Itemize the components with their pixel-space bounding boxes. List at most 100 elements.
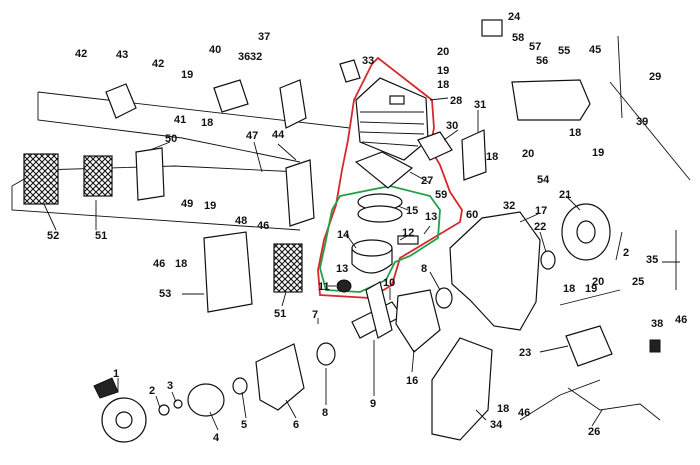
label-3: 3 xyxy=(167,380,173,392)
label-31: 31 xyxy=(474,99,486,111)
label-34: 34 xyxy=(490,419,503,431)
label-60: 60 xyxy=(466,209,478,221)
label-20-b: 20 xyxy=(522,148,534,160)
label-51-b: 51 xyxy=(274,308,286,320)
part-labels: 1 2 3 4 5 6 7 8 8 9 10 11 12 13 13 14 15… xyxy=(47,11,687,444)
label-9: 9 xyxy=(370,398,376,410)
label-13-bottom: 13 xyxy=(336,263,348,275)
heat-shield xyxy=(279,79,307,129)
piston-pin xyxy=(397,235,419,245)
label-27: 27 xyxy=(421,175,433,187)
label-54: 54 xyxy=(537,174,550,186)
label-20-c: 20 xyxy=(592,276,604,288)
label-26: 26 xyxy=(588,426,600,438)
label-18-c: 18 xyxy=(175,258,187,270)
label-50: 50 xyxy=(165,133,177,145)
tension-rod xyxy=(609,81,691,181)
label-17: 17 xyxy=(535,205,547,217)
label-47: 47 xyxy=(246,130,258,142)
washer xyxy=(232,377,248,395)
intake-manifold xyxy=(213,79,249,113)
label-29: 29 xyxy=(649,71,661,83)
label-18-d: 18 xyxy=(569,127,581,139)
throttle-cable xyxy=(567,387,661,421)
carburetor xyxy=(105,83,137,119)
label-25: 25 xyxy=(632,276,644,288)
label-22: 22 xyxy=(534,221,546,233)
label-18-a: 18 xyxy=(437,79,449,91)
label-19-d: 19 xyxy=(592,147,604,159)
exhaust-gasket xyxy=(417,131,453,161)
label-44: 44 xyxy=(272,129,285,141)
label-28: 28 xyxy=(450,95,462,107)
label-57: 57 xyxy=(529,41,541,53)
label-18-e: 18 xyxy=(563,283,575,295)
label-52: 52 xyxy=(47,230,59,242)
label-13-top: 13 xyxy=(425,211,437,223)
recoil-starter xyxy=(93,377,147,443)
label-51-a: 51 xyxy=(95,230,107,242)
label-33: 33 xyxy=(362,55,374,67)
crankcase-gasket xyxy=(395,289,441,353)
fan-housing xyxy=(255,343,305,411)
needle-bearing xyxy=(336,279,352,293)
guide-rod xyxy=(617,35,623,119)
label-45: 45 xyxy=(589,44,601,56)
cylinder-gasket xyxy=(354,151,414,189)
filter-mesh-51a xyxy=(83,155,113,197)
label-30: 30 xyxy=(446,120,458,132)
label-55: 55 xyxy=(558,45,570,57)
label-19-a: 19 xyxy=(437,65,449,77)
label-4: 4 xyxy=(213,432,220,444)
piston-part xyxy=(351,239,393,274)
label-18-g: 18 xyxy=(486,151,498,163)
piston-ring-lower xyxy=(357,205,403,223)
label-42-a: 42 xyxy=(75,48,87,60)
label-37: 37 xyxy=(258,31,270,43)
label-1: 1 xyxy=(113,368,119,380)
label-32-a: 32 xyxy=(250,51,262,63)
label-46-d: 46 xyxy=(518,407,530,419)
label-2-right: 2 xyxy=(623,247,629,259)
label-16: 16 xyxy=(406,375,418,387)
spark-plug xyxy=(339,59,361,83)
label-8-crankshaft: 8 xyxy=(322,407,328,419)
main-bearing-left xyxy=(316,342,336,366)
label-12: 12 xyxy=(402,227,414,239)
label-39: 39 xyxy=(636,116,648,128)
label-2: 2 xyxy=(149,385,155,397)
label-48: 48 xyxy=(235,215,247,227)
label-24: 24 xyxy=(508,11,521,23)
label-11: 11 xyxy=(318,281,330,293)
label-8-bearing: 8 xyxy=(421,263,427,275)
muffler-part xyxy=(461,129,487,181)
tank-cap xyxy=(481,19,503,37)
air-filter-cover xyxy=(285,159,315,227)
oil-seal xyxy=(540,250,556,270)
label-36: 36 xyxy=(238,51,250,63)
label-38: 38 xyxy=(651,318,663,330)
label-46-b: 46 xyxy=(153,258,165,270)
label-20-a: 20 xyxy=(437,46,449,58)
label-19-e: 19 xyxy=(585,283,597,295)
parts xyxy=(23,19,691,443)
label-46-a: 46 xyxy=(257,220,269,232)
engine-group-outline xyxy=(317,56,463,299)
nut xyxy=(158,404,170,416)
label-35: 35 xyxy=(646,254,658,266)
starter-pulley xyxy=(187,383,225,417)
leader-lines xyxy=(43,97,680,431)
filter-mesh-52 xyxy=(23,153,59,205)
switch-knob xyxy=(649,339,661,353)
label-14: 14 xyxy=(337,229,350,241)
label-7: 7 xyxy=(312,309,318,321)
label-46-c: 46 xyxy=(675,314,687,326)
crankcase-part xyxy=(449,211,541,331)
piston-group-outline xyxy=(319,185,441,293)
label-49: 49 xyxy=(181,198,193,210)
label-18-b: 18 xyxy=(201,117,213,129)
label-53: 53 xyxy=(159,288,171,300)
crankcase-cover xyxy=(431,337,493,441)
oil-tank xyxy=(511,79,591,121)
